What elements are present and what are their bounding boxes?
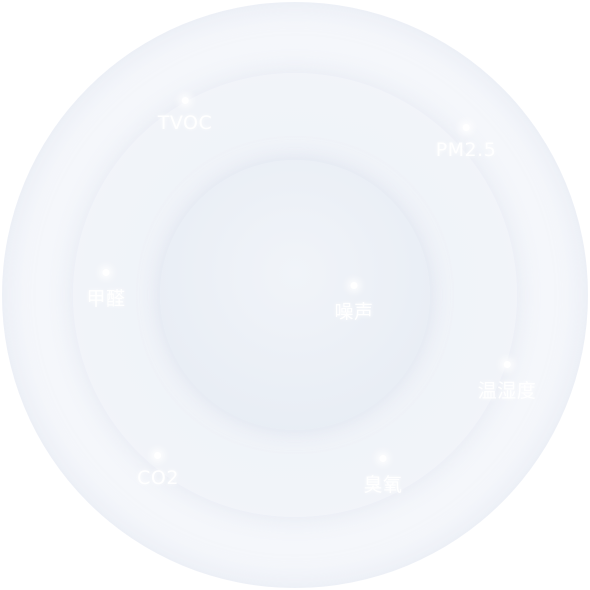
- inner-ring: [160, 160, 430, 430]
- node-label-co2: CO2: [137, 467, 179, 489]
- glow-dot-icon: [181, 97, 189, 104]
- glow-dot-icon: [350, 282, 358, 289]
- glow-dot-icon: [462, 124, 470, 131]
- node-temp-humidity[interactable]: 温湿度: [478, 361, 537, 403]
- glow-dot-icon: [154, 452, 162, 459]
- node-formaldehyde[interactable]: 甲醛: [86, 269, 125, 311]
- node-noise[interactable]: 噪声: [334, 282, 373, 324]
- glow-dot-icon: [503, 361, 511, 368]
- node-label-tvoc: TVOC: [157, 112, 213, 134]
- node-label-formaldehyde: 甲醛: [86, 288, 126, 310]
- node-label-ozone: 臭氧: [363, 474, 403, 496]
- node-co2[interactable]: CO2: [137, 452, 179, 489]
- node-pm25[interactable]: PM2.5: [436, 124, 497, 161]
- glow-dot-icon: [379, 455, 387, 462]
- node-label-pm25: PM2.5: [435, 139, 497, 161]
- node-ozone[interactable]: 臭氧: [363, 455, 402, 497]
- node-label-noise: 噪声: [334, 301, 374, 323]
- node-label-temp-humidity: 温湿度: [477, 380, 537, 402]
- node-tvoc[interactable]: TVOC: [158, 97, 213, 134]
- glow-dot-icon: [102, 269, 110, 276]
